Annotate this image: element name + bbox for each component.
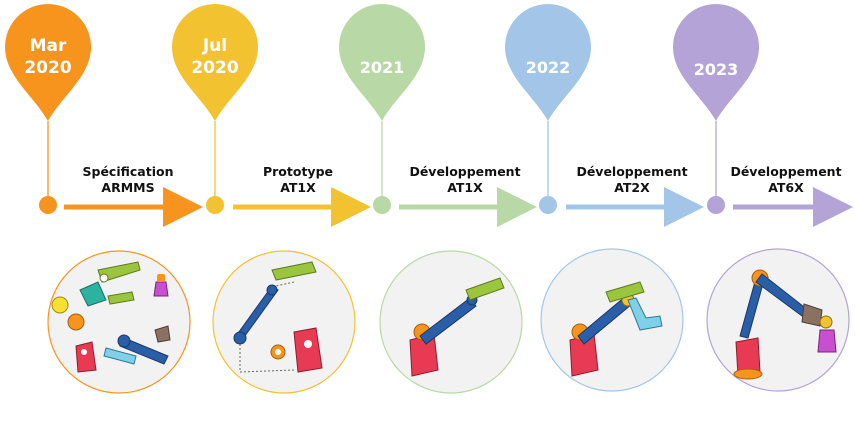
milestone-label-line2-4: AT2X <box>614 180 650 195</box>
milestone-label-line2-5: AT6X <box>768 180 804 195</box>
pin-date-line2-4: 2022 <box>526 58 571 77</box>
milestone-label-line1-4: Développement <box>576 164 687 179</box>
milestone-label-line1-3: Développement <box>409 164 520 179</box>
milestone-label-line2-3: AT1X <box>447 180 483 195</box>
milestone-4: 2022 Développement AT2X <box>505 4 704 227</box>
timeline-dot-1 <box>39 196 57 214</box>
robot-arm-at2x-icon <box>540 248 684 392</box>
pin-marker-5 <box>673 4 759 121</box>
milestone-1: Mar 2020 Spécification ARMMS <box>5 4 203 227</box>
milestone-3: 2021 Développement AT1X <box>339 4 537 227</box>
pin-date-line2-2: 2020 <box>191 58 238 78</box>
milestone-label-line1-1: Spécification <box>83 164 174 179</box>
pin-date-line1-2: Jul <box>202 36 227 56</box>
pin-marker-2 <box>172 4 258 121</box>
milestone-label-line2-2: AT1X <box>280 180 316 195</box>
robot-arm-at1x-icon <box>379 250 523 394</box>
pin-date-line2-3: 2021 <box>360 58 405 77</box>
timeline-dot-3 <box>373 196 391 214</box>
pin-date-line2-1: 2020 <box>24 58 71 78</box>
robot-arm-at6x-icon <box>706 248 850 392</box>
pin-marker-4 <box>505 4 591 121</box>
pin-marker-3 <box>339 4 425 121</box>
robot-arm-prototype-assembly-icon <box>212 250 356 394</box>
pin-date-line2-5: 2023 <box>694 60 739 79</box>
milestone-label-line1-2: Prototype <box>263 164 333 179</box>
timeline-dot-4 <box>539 196 557 214</box>
robot-arm-parts-exploded-icon <box>47 250 191 394</box>
timeline-dot-2 <box>206 196 224 214</box>
pin-marker-1 <box>5 4 91 121</box>
pin-date-line1-1: Mar <box>30 36 67 56</box>
timeline-dot-5 <box>707 196 725 214</box>
milestone-5: 2023 Développement AT6X <box>673 4 853 227</box>
milestone-label-line1-5: Développement <box>730 164 841 179</box>
milestone-label-line2-1: ARMMS <box>101 180 154 195</box>
milestone-2: Jul 2020 Prototype AT1X <box>172 4 371 227</box>
